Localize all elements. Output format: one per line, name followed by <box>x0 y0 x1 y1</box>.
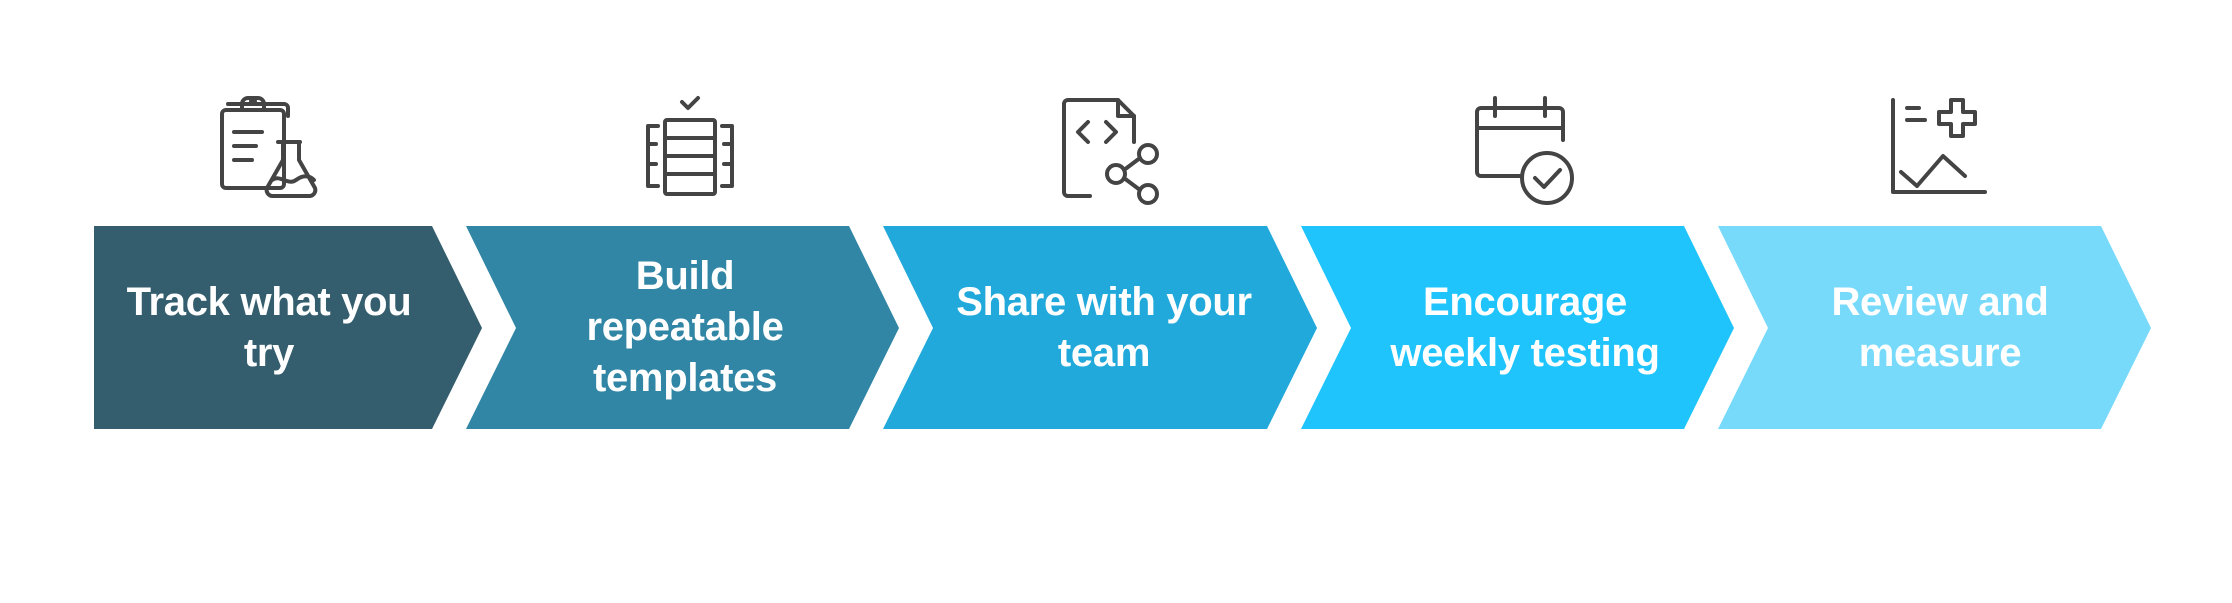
stacked-template-icon <box>630 92 750 212</box>
chevron-step-5 <box>1718 226 2151 429</box>
chevron-step-4 <box>1301 226 1734 429</box>
chevron-step-3 <box>883 226 1317 429</box>
step-4-label: Encourage weekly testing <box>1390 279 1660 375</box>
step-3-label: Share with your team <box>956 279 1252 375</box>
chart-plus-icon <box>1883 92 2003 212</box>
clipboard-flask-icon <box>212 92 332 212</box>
step-5-label: Review and measure <box>1831 279 2049 375</box>
step-2-label: Build repeatable templates <box>586 254 784 400</box>
step-1-label: Track what you try <box>126 279 412 375</box>
code-file-share-icon <box>1048 92 1168 212</box>
chevron-step-2 <box>466 226 899 429</box>
calendar-check-icon <box>1465 92 1585 212</box>
chevron-step-1 <box>94 226 482 429</box>
